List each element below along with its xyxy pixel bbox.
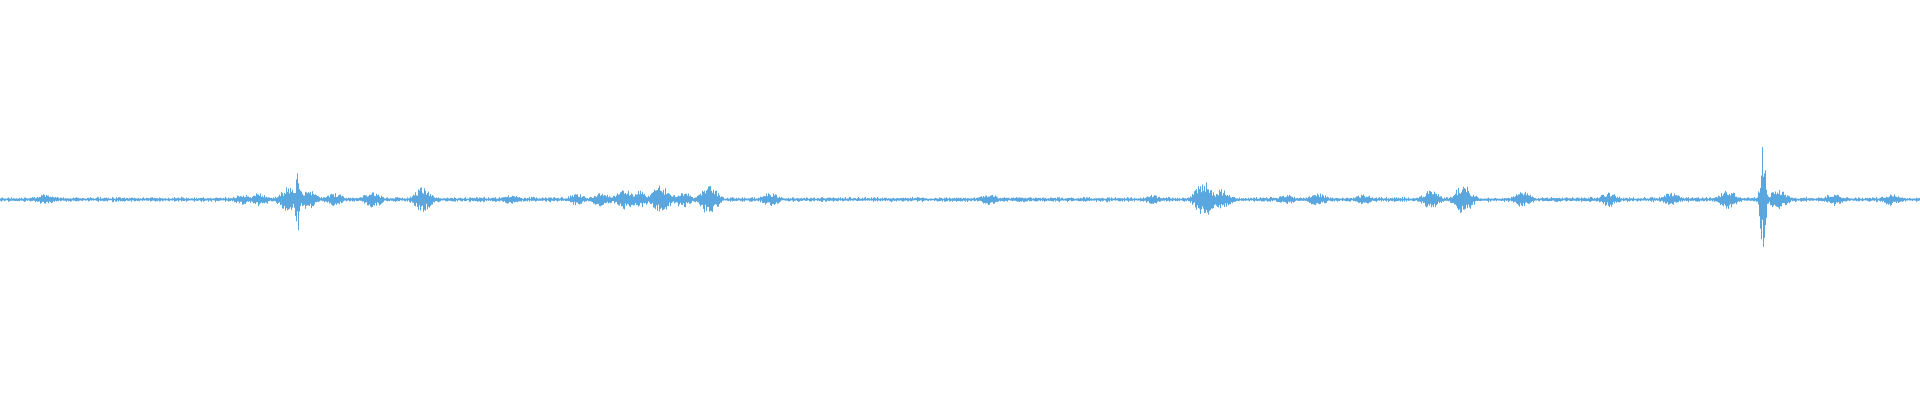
waveform-trace bbox=[0, 147, 1920, 247]
waveform-samples bbox=[0, 147, 1920, 247]
